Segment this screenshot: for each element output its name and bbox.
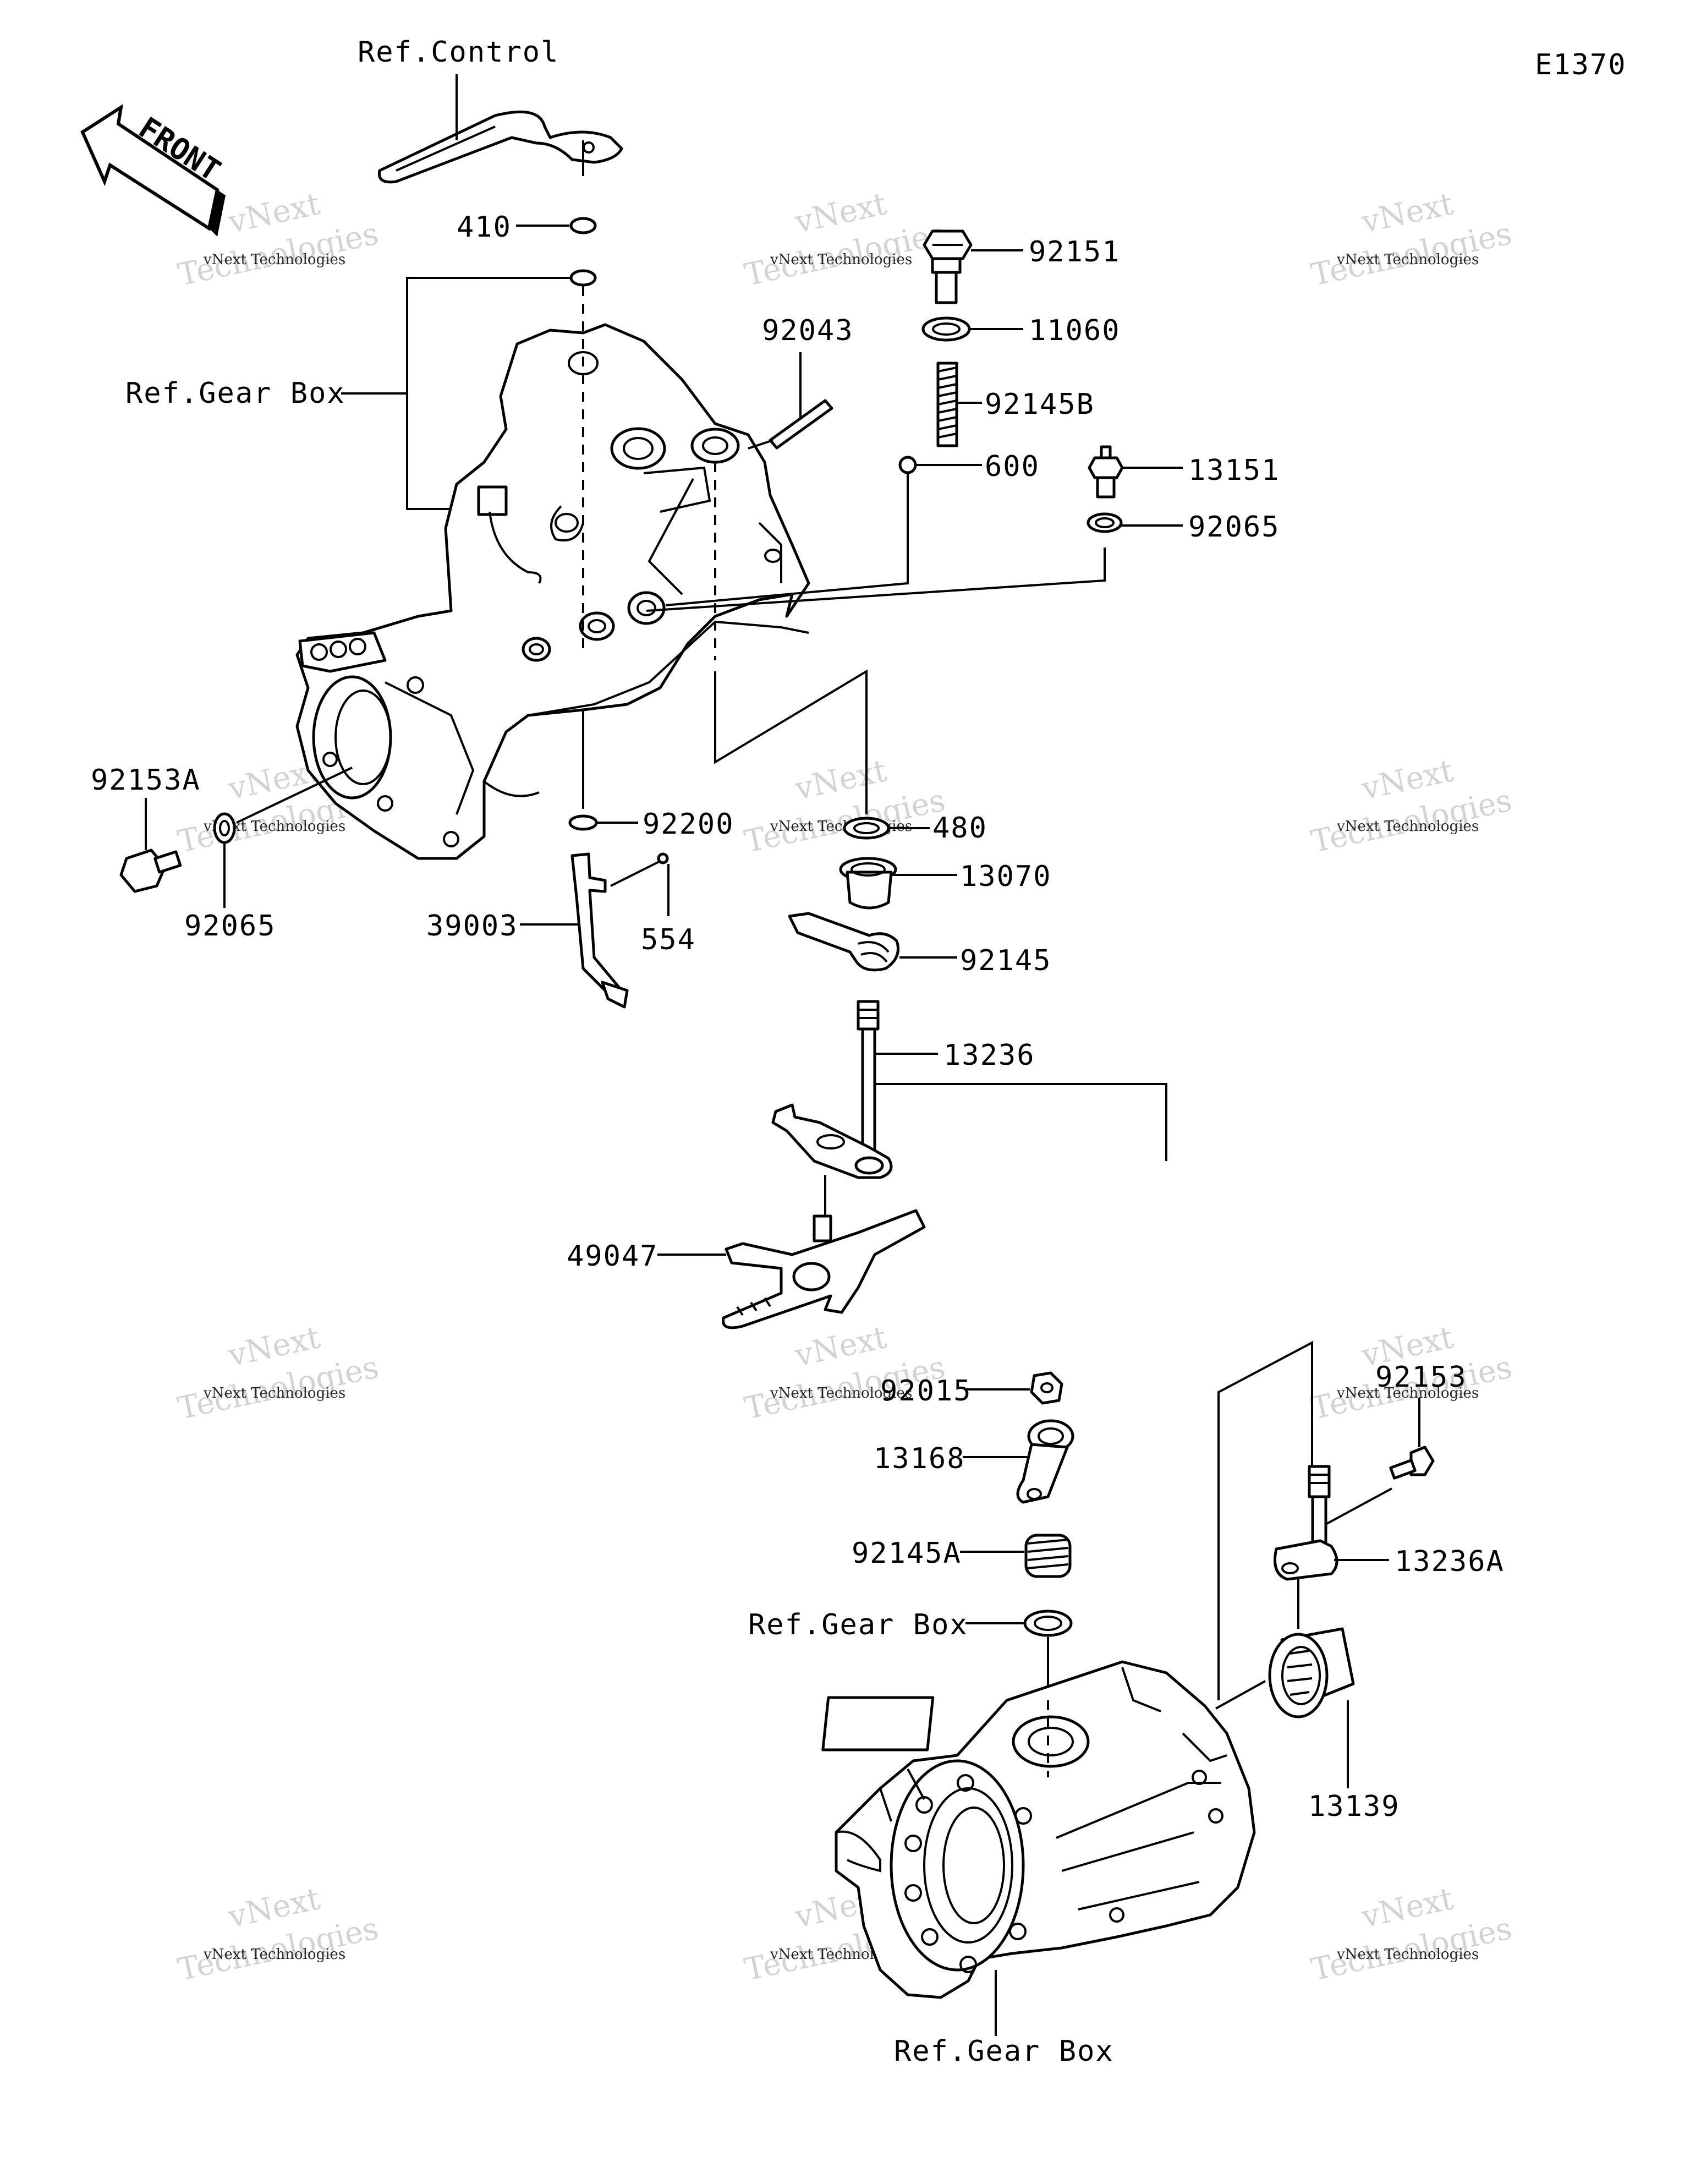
washer-480 xyxy=(843,817,890,840)
label-ref-gear-box-mid: Ref.Gear Box xyxy=(748,1608,968,1641)
label-92043: 92043 xyxy=(762,314,854,347)
watermark-3: vNext Technologies vNext Technologies xyxy=(1308,186,1515,293)
nut-92015 xyxy=(1030,1371,1063,1405)
lever-13168 xyxy=(1016,1419,1074,1504)
label-92200: 92200 xyxy=(643,808,734,841)
label-92145: 92145 xyxy=(960,944,1052,977)
bracket-480 xyxy=(714,669,868,814)
washer-92065-left xyxy=(213,812,236,844)
label-13236A: 13236A xyxy=(1395,1545,1505,1578)
label-49047: 49047 xyxy=(567,1240,659,1273)
watermark-2: vNext Technologies vNext Technologies xyxy=(742,186,948,293)
label-554: 554 xyxy=(641,923,696,956)
label-ref-gear-box-top: Ref.Gear Box xyxy=(125,377,345,410)
label-13236: 13236 xyxy=(943,1039,1035,1072)
svg-text:vNext Technologies: vNext Technologies xyxy=(1336,1385,1479,1402)
control-bracket xyxy=(377,110,623,184)
label-13139: 13139 xyxy=(1308,1790,1400,1823)
label-39003: 39003 xyxy=(426,910,518,943)
washer-92065-right xyxy=(1087,512,1123,533)
spring-92145B xyxy=(936,362,958,447)
watermark-12: vNext Technologies vNext Technologies xyxy=(1308,1881,1515,1988)
lower-gear-box xyxy=(821,1660,1256,1999)
diagram-code: E1370 xyxy=(1535,48,1627,81)
label-13151: 13151 xyxy=(1188,454,1280,487)
label-11060: 11060 xyxy=(1029,314,1121,347)
watermark-10: vNext Technologies vNext Technologies xyxy=(175,1881,382,1988)
label-92145B: 92145B xyxy=(985,388,1095,421)
watermark-8: vNext Technologies vNext Technologies xyxy=(742,1320,948,1427)
svg-text:vNext Technologies: vNext Technologies xyxy=(203,1946,345,1963)
svg-text:vNext Technologies: vNext Technologies xyxy=(203,1385,345,1402)
ball-600 xyxy=(898,456,917,474)
label-92065-left: 92065 xyxy=(184,910,276,943)
shift-fork-49047 xyxy=(721,1209,926,1329)
label-92015: 92015 xyxy=(880,1375,972,1408)
shaft-13236A xyxy=(1274,1465,1338,1581)
upper-gear-box xyxy=(295,323,810,860)
label-600: 600 xyxy=(985,450,1040,483)
watermark-6: vNext Technologies vNext Technologies xyxy=(1308,753,1515,860)
switch-13151 xyxy=(1088,445,1124,499)
label-410: 410 xyxy=(457,211,512,244)
label-ref-control: Ref.Control xyxy=(358,36,559,69)
label-480: 480 xyxy=(932,812,987,845)
bolt-92153A xyxy=(119,849,182,893)
spring-92145 xyxy=(788,912,899,972)
watermark-7: vNext Technologies vNext Technologies xyxy=(175,1320,382,1427)
svg-text:vNext Technologies: vNext Technologies xyxy=(770,818,912,835)
svg-text:vNext Technologies: vNext Technologies xyxy=(770,251,912,268)
washer-11060 xyxy=(921,316,971,342)
svg-text:vNext Technologies: vNext Technologies xyxy=(770,1385,912,1402)
label-92151: 92151 xyxy=(1029,236,1121,269)
label-13168: 13168 xyxy=(874,1442,965,1475)
label-92065-right: 92065 xyxy=(1188,511,1280,544)
bolt-92153 xyxy=(1389,1446,1435,1480)
bolt-92151 xyxy=(923,229,973,304)
washer-92200 xyxy=(568,814,598,831)
lever-39003 xyxy=(570,852,629,1009)
washer-top xyxy=(569,269,597,287)
sleeve-13139 xyxy=(1268,1627,1355,1718)
label-13070: 13070 xyxy=(960,860,1052,893)
washer-410 xyxy=(569,217,597,234)
watermark-5: vNext Technologies vNext Technologies xyxy=(742,753,948,860)
oil-seal-mid xyxy=(1023,1610,1073,1637)
pin-92043 xyxy=(769,399,833,450)
shaft-13236 xyxy=(771,1000,893,1179)
svg-text:vNext Technologies: vNext Technologies xyxy=(1336,818,1479,835)
svg-text:vNext Technologies: vNext Technologies xyxy=(203,251,345,268)
front-arrow-icon: FRONT xyxy=(80,103,227,237)
svg-text:vNext Technologies: vNext Technologies xyxy=(1336,251,1479,268)
label-92145A: 92145A xyxy=(852,1537,962,1570)
pin-554 xyxy=(610,852,669,887)
svg-text:vNext Technologies: vNext Technologies xyxy=(1336,1946,1479,1963)
label-92153A: 92153A xyxy=(91,764,201,797)
spring-92145A xyxy=(1024,1534,1072,1578)
label-ref-gear-box-bottom: Ref.Gear Box xyxy=(894,2035,1114,2068)
label-92153: 92153 xyxy=(1375,1361,1467,1394)
bushing-13070 xyxy=(839,857,897,910)
